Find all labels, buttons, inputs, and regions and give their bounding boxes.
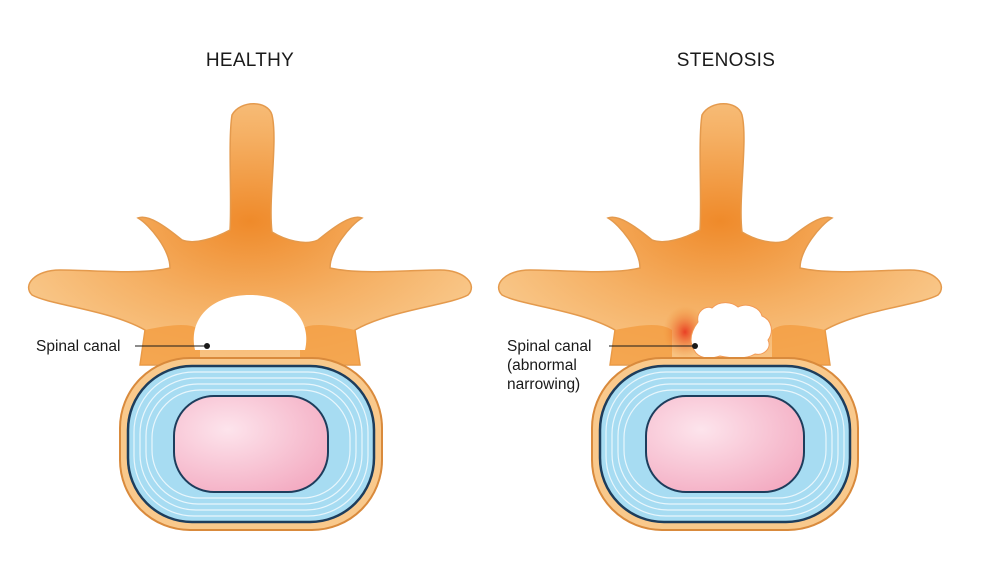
healthy-spinal-canal: [193, 295, 307, 350]
stenosis-annulus-rings: [605, 371, 845, 517]
stenosis-canal-label: Spinal canal (abnormal narrowing): [507, 337, 591, 394]
stenosis-label-line-3: narrowing): [507, 376, 581, 393]
healthy-annulus-rings: [133, 371, 369, 517]
healthy-vertebral-arch: [27, 103, 473, 366]
stenosis-spinal-canal: [690, 302, 772, 359]
stenosis-label-line-1: Spinal canal: [507, 338, 592, 355]
healthy-vertebra: [27, 103, 473, 531]
healthy-title: HEALTHY: [205, 50, 295, 71]
stenosis-label-line-2: (abnormal: [507, 357, 577, 374]
healthy-canal-label: Spinal canal: [36, 337, 120, 356]
stenosis-pointer-dot: [692, 343, 698, 349]
healthy-pointer-dot: [204, 343, 210, 349]
stenosis-vertebral-arch: [497, 103, 943, 366]
stenosis-vertebra: [497, 103, 943, 531]
healthy-nucleus: [173, 395, 329, 493]
healthy-label-line-1: Spinal canal: [36, 338, 121, 355]
stenosis-title: STENOSIS: [676, 50, 776, 71]
stenosis-nucleus: [645, 395, 805, 493]
